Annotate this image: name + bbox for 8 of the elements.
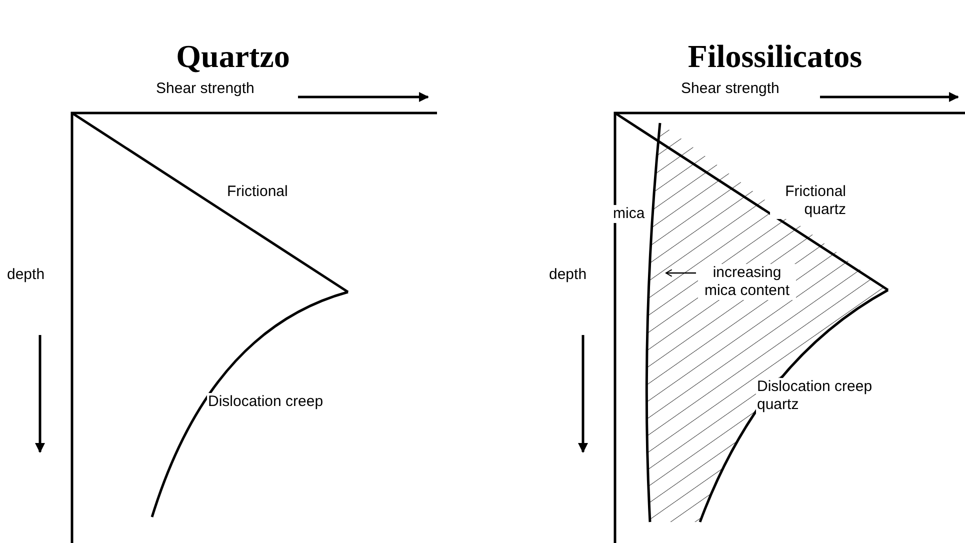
axis-label: Shear strength bbox=[680, 80, 780, 98]
curve-label: mica bbox=[612, 205, 646, 223]
axis-label: depth bbox=[548, 266, 588, 284]
axis-label: depth bbox=[6, 266, 46, 284]
curve-label: Dislocation creep bbox=[207, 393, 324, 411]
annotation-text: increasing mica content bbox=[698, 264, 796, 300]
curve-label: Frictional quartz bbox=[770, 183, 847, 219]
axis-label: Shear strength bbox=[155, 80, 256, 98]
